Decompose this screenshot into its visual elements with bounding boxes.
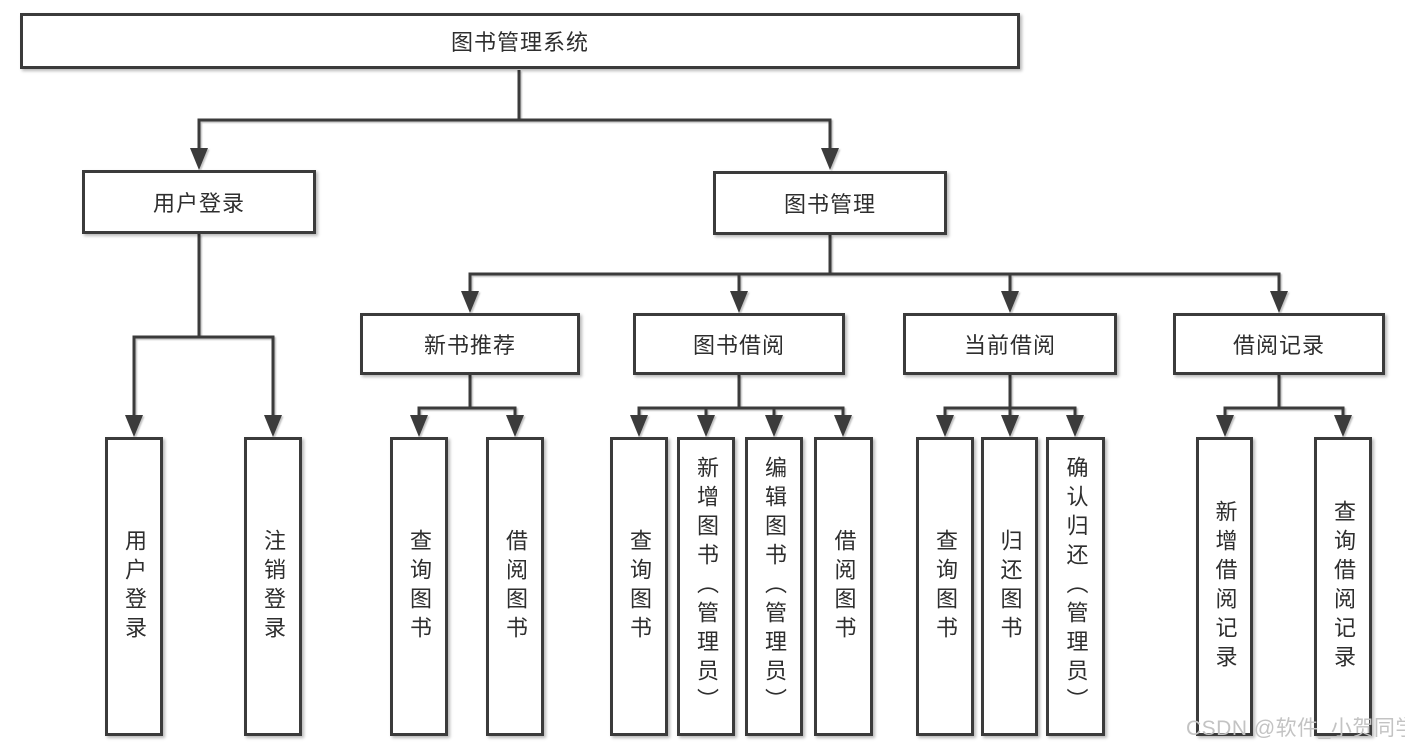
node-book-management: 图书管理 <box>713 171 947 235</box>
leaf-query-books-borrowing: 查询图书 <box>610 437 668 736</box>
watermark: CSDN @软件_小贺同学 <box>1186 717 1405 740</box>
leaf-add-book-admin: 新增图书（管理员） <box>677 437 735 736</box>
leaf-user-login: 用户登录 <box>105 437 163 736</box>
leaf-logout: 注销登录 <box>244 437 302 736</box>
node-user-login: 用户登录 <box>82 170 316 234</box>
node-borrowing-records: 借阅记录 <box>1173 313 1385 375</box>
leaf-add-borrow-record: 新增借阅记录 <box>1196 437 1253 736</box>
node-book-borrowing: 图书借阅 <box>633 313 845 375</box>
leaf-confirm-return-admin: 确认归还（管理员） <box>1046 437 1105 736</box>
leaf-borrow-books-borrowing: 借阅图书 <box>814 437 873 736</box>
node-current-borrowing: 当前借阅 <box>903 313 1117 375</box>
node-new-book-recommend: 新书推荐 <box>360 313 580 375</box>
node-library-system: 图书管理系统 <box>20 13 1020 69</box>
leaf-query-borrow-record: 查询借阅记录 <box>1314 437 1372 736</box>
leaf-borrow-books-recommend: 借阅图书 <box>486 437 544 736</box>
leaf-edit-book-admin: 编辑图书（管理员） <box>745 437 803 736</box>
leaf-query-books-current: 查询图书 <box>916 437 974 736</box>
leaf-return-book: 归还图书 <box>981 437 1038 736</box>
leaf-query-books-recommend: 查询图书 <box>390 437 448 736</box>
